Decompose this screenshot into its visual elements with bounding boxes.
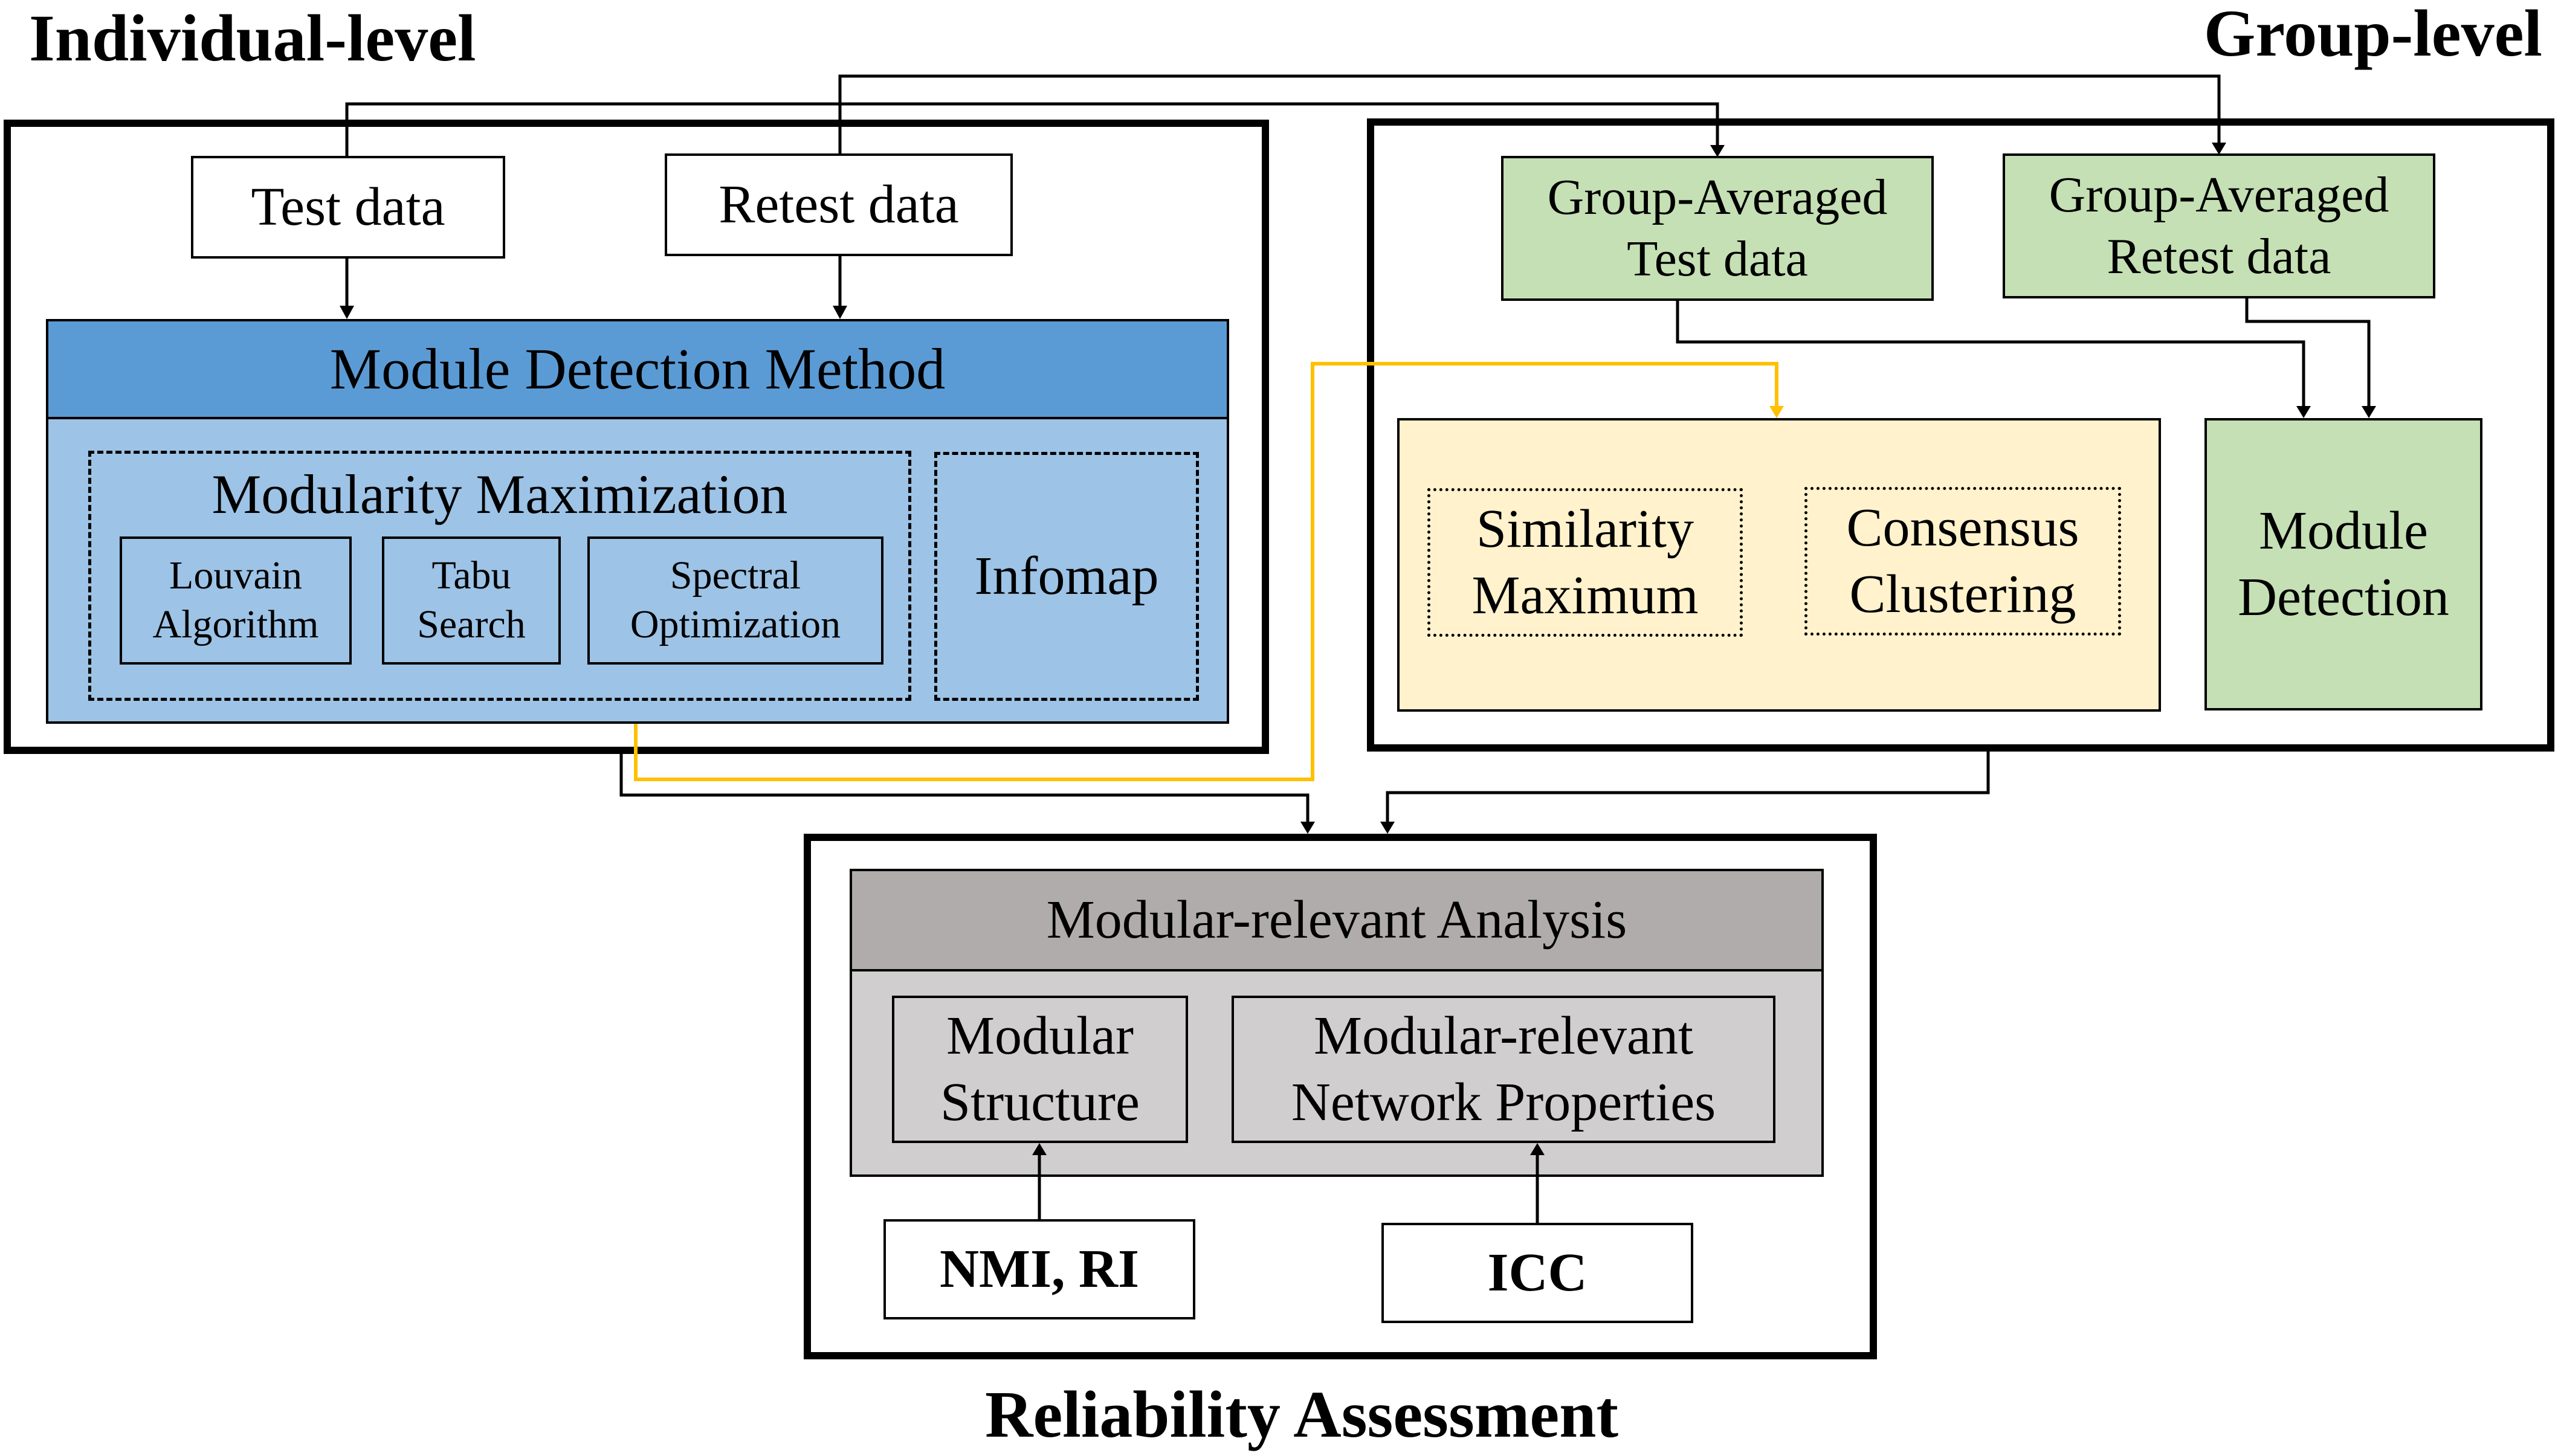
group-to-reliability-line: [1386, 752, 1990, 822]
individual-level-heading: Individual-level: [29, 1, 476, 75]
test-to-group-line: [345, 102, 1719, 156]
avg-test-to-detection-line: [1676, 301, 2305, 406]
module-detection-method-body: [46, 417, 1229, 724]
reliability-assessment-heading: Reliability Assessment: [985, 1377, 1619, 1451]
arrowhead: [1032, 1143, 1047, 1155]
infomap-box: Infomap: [934, 452, 1199, 701]
arrowhead: [833, 306, 847, 319]
group-averaged-test-data-box: Group-Averaged Test data: [1501, 156, 1934, 301]
arrowhead: [1710, 145, 1725, 157]
reliability-assessment-panel: [804, 834, 1877, 1359]
modularity-maximization-group: [88, 451, 911, 701]
modular-relevant-network-properties-box: Modular-relevant Network Properties: [1232, 996, 1775, 1143]
arrowhead: [1380, 822, 1395, 834]
group-level-panel: [1367, 118, 2554, 752]
group-averaged-retest-data-box: Group-Averaged Retest data: [2003, 153, 2435, 298]
arrowhead: [1300, 822, 1315, 834]
nmi-ri-box: NMI, RI: [883, 1219, 1195, 1319]
module-detection-method-header: Module Detection Method: [46, 319, 1229, 419]
individual-to-reliability-line: [619, 754, 1310, 822]
modularity-maximization-label: Modularity Maximization: [212, 463, 788, 525]
modular-relevant-analysis-header: Modular-relevant Analysis: [850, 869, 1824, 971]
yellow-connector-line: [634, 362, 1778, 781]
arrowhead: [2212, 143, 2226, 155]
test-data-box: Test data: [191, 156, 505, 259]
modular-structure-box: Modular Structure: [892, 996, 1188, 1143]
arrowhead: [2362, 406, 2376, 418]
retest-data-box: Retest data: [665, 153, 1013, 256]
arrowhead: [1530, 1143, 1545, 1155]
yellow-arrowhead: [1769, 406, 1784, 418]
group-level-heading: Group-level: [2203, 0, 2542, 70]
module-detection-box: Module Detection: [2204, 418, 2482, 710]
spectral-optimization-box: Spectral Optimization: [587, 536, 883, 665]
retest-to-group-line: [838, 74, 2221, 153]
similarity-maximum-box: Similarity Maximum: [1427, 488, 1743, 637]
arrowhead: [2296, 406, 2311, 418]
consensus-clustering-box: Consensus Clustering: [1804, 487, 2121, 636]
louvain-algorithm-box: Louvain Algorithm: [120, 536, 352, 665]
arrowhead: [340, 306, 354, 319]
consensus-methods-panel: [1397, 418, 2161, 712]
avg-retest-to-detection-line: [2245, 298, 2371, 406]
icc-box: ICC: [1381, 1223, 1693, 1323]
tabu-search-box: Tabu Search: [382, 536, 561, 665]
